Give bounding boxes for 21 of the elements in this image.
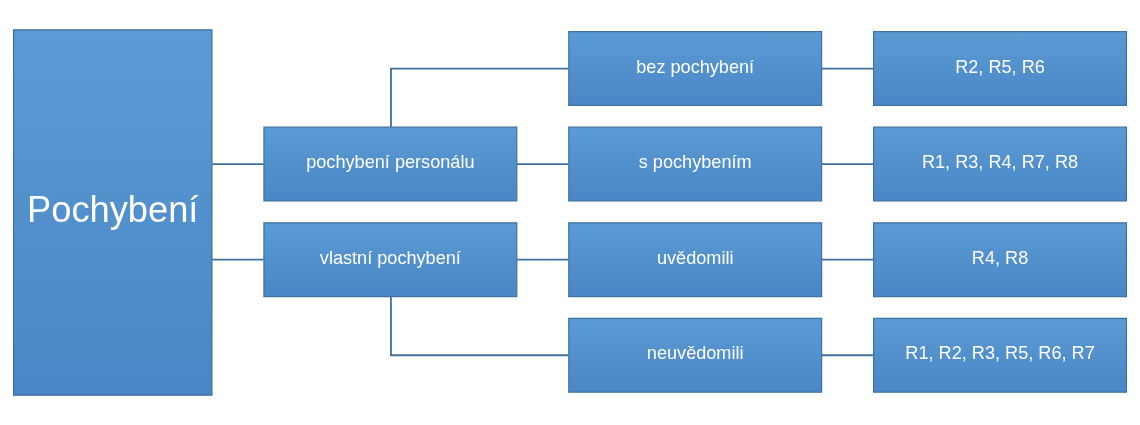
connector (211, 258, 265, 261)
node-box: vlastní pochybení (263, 222, 518, 298)
connector (211, 163, 265, 165)
node-box: bez pochybení (568, 31, 823, 107)
node-box: R2, R5, R6 (873, 31, 1128, 107)
node-box: uvědomili (568, 222, 823, 298)
node-box: R1, R2, R3, R5, R6, R7 (873, 317, 1128, 393)
connector (820, 67, 875, 70)
connector (820, 258, 875, 261)
connector (390, 296, 570, 357)
node-box: s pochybením (568, 126, 823, 202)
node-box: pochybení personálu (263, 126, 518, 202)
connector (390, 67, 570, 128)
node-box: R4, R8 (873, 222, 1128, 298)
node-box: neuvědomili (568, 317, 823, 393)
node-box: Pochybení (12, 29, 213, 396)
connector (820, 163, 875, 165)
connector (516, 258, 570, 261)
node-box: R1, R3, R4, R7, R8 (873, 126, 1128, 202)
connector (516, 163, 570, 165)
connector (820, 354, 875, 357)
